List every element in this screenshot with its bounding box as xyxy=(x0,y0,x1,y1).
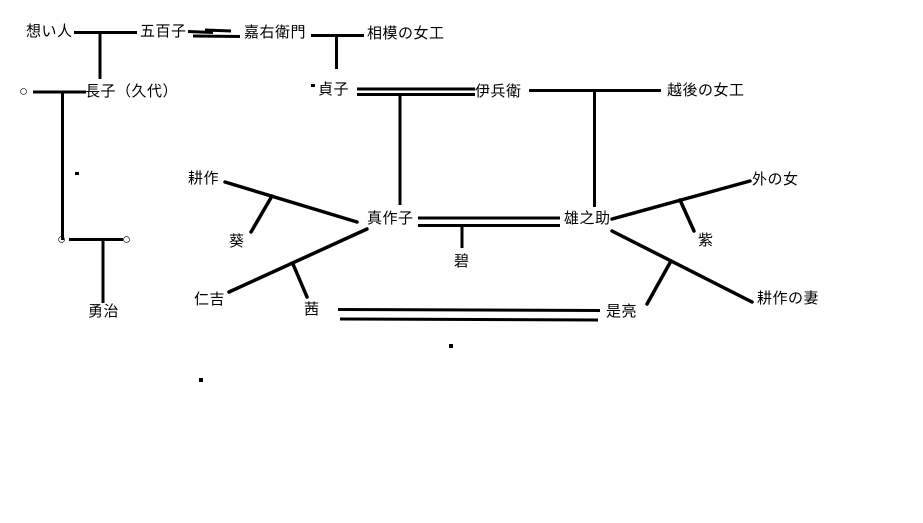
line-ioko-kaemon-marriage-lower xyxy=(192,34,241,38)
person-label-midori: 碧 xyxy=(454,253,470,270)
person-label-ihei: 伊兵衛 xyxy=(475,83,522,100)
unknown-person-circle-3: ○ xyxy=(122,231,132,248)
person-label-omoibito: 想い人 xyxy=(26,23,73,40)
person-label-outside-woman: 外の女 xyxy=(752,171,799,188)
diagonal-nikichi-masakoko xyxy=(227,227,369,294)
person-label-yuji: 勇治 xyxy=(88,303,120,320)
unknown-person-circle-2: ○ xyxy=(57,231,67,248)
person-label-echigo-worker: 越後の女工 xyxy=(667,82,745,99)
person-label-sagami-worker: 相模の女工 xyxy=(367,25,445,42)
diagonal-yunosuke-kosaku-wife xyxy=(610,229,754,304)
branch-child-akane xyxy=(291,262,309,299)
line-akane-koresuke-marriage-upper xyxy=(337,308,601,312)
person-label-yunosuke: 雄之助 xyxy=(564,210,611,227)
person-label-koresuke: 是亮 xyxy=(606,303,638,320)
diagonal-lines-group xyxy=(223,179,754,306)
person-label-kaemon: 嘉右衛門 xyxy=(244,24,307,41)
stray-mark-before-sadako xyxy=(311,84,315,87)
branch-child-aoi xyxy=(249,194,274,234)
line-ioko-kaemon-marriage-upper-b xyxy=(204,28,232,33)
person-label-akane: 茜 xyxy=(304,301,320,318)
straight-lines-group xyxy=(33,28,661,322)
stray-dot-3 xyxy=(199,378,203,382)
person-label-choshi-hisayo: 長子（久代） xyxy=(85,83,179,100)
person-label-nikichi: 仁吉 xyxy=(194,291,226,308)
person-label-kosaku-wife: 耕作の妻 xyxy=(757,290,820,307)
person-label-aoi: 葵 xyxy=(229,233,245,250)
stray-dot-1 xyxy=(75,172,79,175)
person-label-sadako: 貞子 xyxy=(318,81,350,98)
person-label-masakoko: 真作子 xyxy=(367,210,414,227)
branch-child-koresuke xyxy=(645,259,673,306)
person-label-ioko: 五百子 xyxy=(140,23,187,40)
stray-dot-2 xyxy=(449,344,453,348)
branch-child-murasaki xyxy=(678,198,696,233)
diagonal-kosaku-masakoko xyxy=(223,180,359,224)
line-akane-koresuke-marriage-lower xyxy=(339,317,599,322)
unknown-person-circle-1: ○ xyxy=(19,83,29,100)
person-label-kosaku: 耕作 xyxy=(188,170,220,187)
line-ioko-kaemon-marriage-upper-a xyxy=(187,30,214,34)
person-label-murasaki: 紫 xyxy=(698,232,714,249)
